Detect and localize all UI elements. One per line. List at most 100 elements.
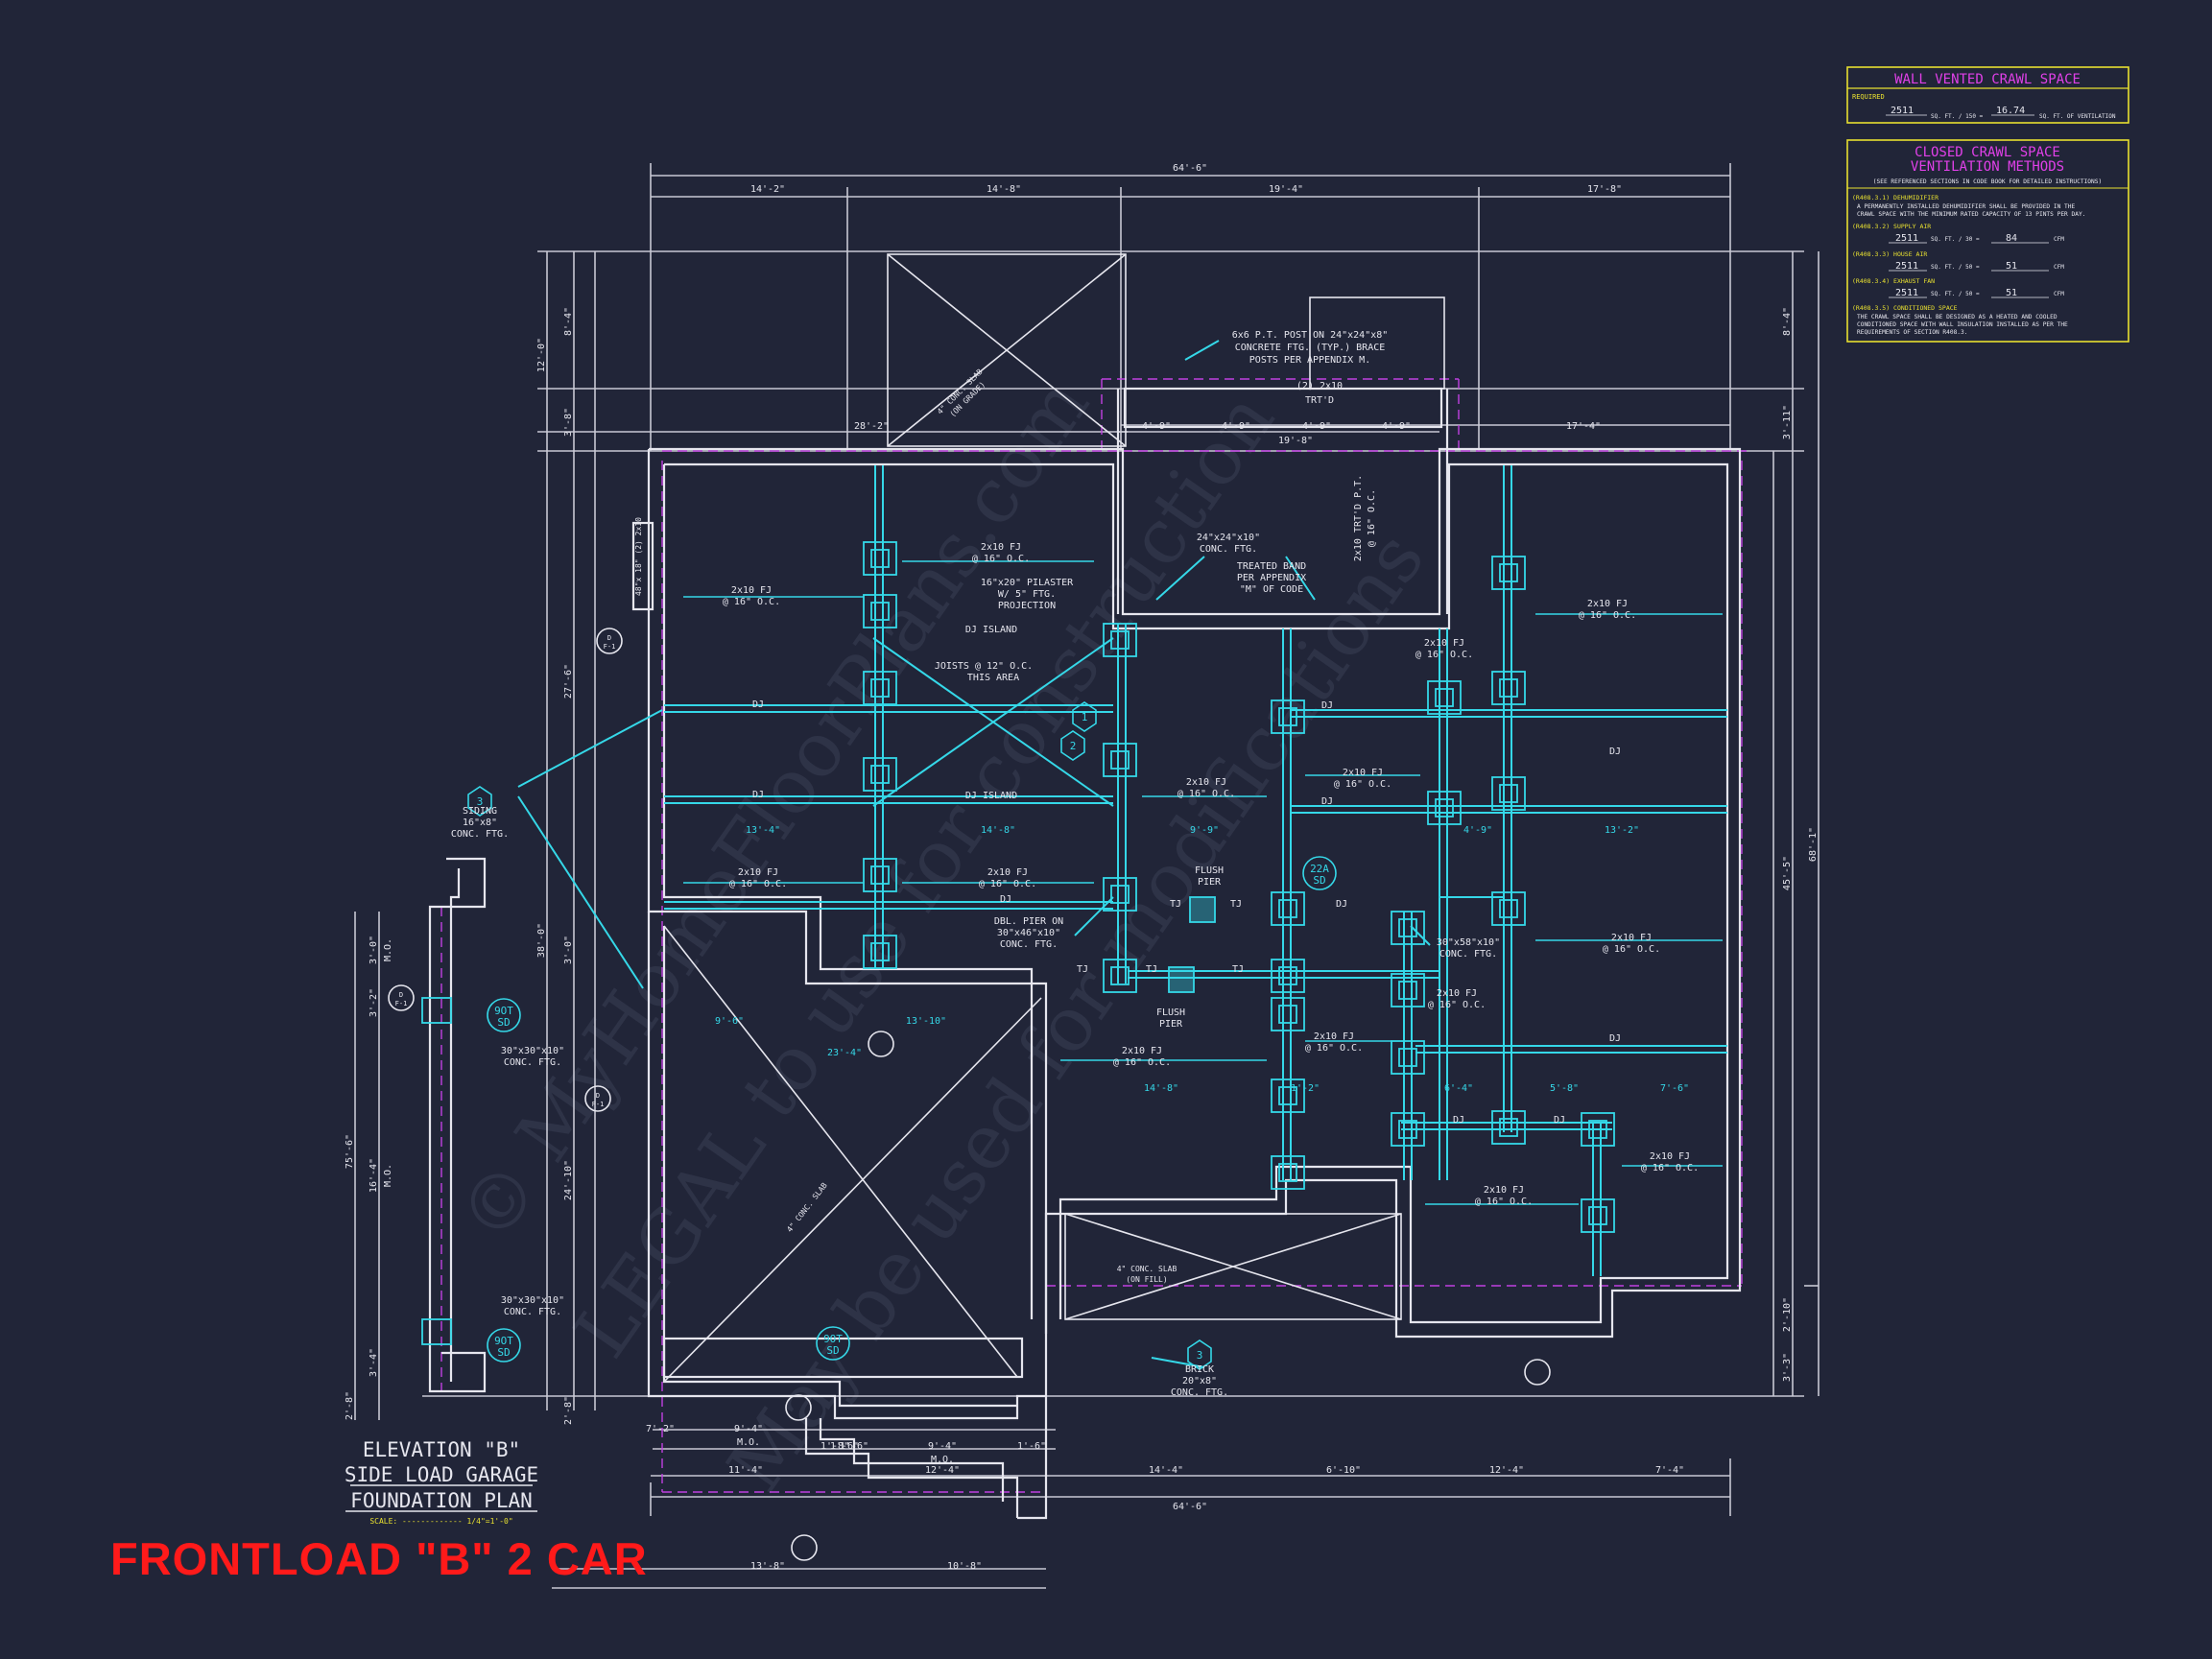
dim-wing-4: 3'-4" (369, 1348, 379, 1377)
closed-subtitle: (SEE REFERENCED SECTIONS IN CODE BOOK FO… (1873, 178, 2102, 185)
r2-b: 84 (2006, 233, 2017, 244)
note-band-3: "M" OF CODE (1240, 584, 1303, 595)
dim-left-4: 27'-6" (563, 664, 574, 699)
note-oc-11: @ 16" O.C. (1415, 650, 1473, 660)
row-dim-4: 4'-9" (1463, 825, 1492, 836)
note-pilaster-1: 16"x20" PILASTER (981, 578, 1074, 588)
ventilation-tables: WALL VENTED CRAWL SPACE REQUIRED 2511 SQ… (1846, 66, 2129, 343)
dim-bottom-3: 14'-4" (1149, 1465, 1183, 1476)
tag-section-2: 2 (1070, 740, 1077, 752)
dim-wing-1-mo: M.O. (383, 938, 393, 961)
dim-left-9: 75'-6" (345, 1134, 355, 1169)
tag-22: 22A (1310, 863, 1329, 875)
tag-sd-1: SD (497, 1016, 510, 1029)
r5-text-2: CONDITIONED SPACE WITH WALL INSULATION I… (1857, 321, 2068, 328)
note-flush-2: FLUSH (1156, 1007, 1185, 1018)
dim-left-2: 3'-8" (563, 408, 574, 437)
note-band-1: TREATED BAND (1237, 561, 1306, 572)
dim-door-2: 9'-4" (734, 1424, 763, 1434)
plan-notes: 6x6 P.T. POST ON 24"x24"x8" CONCRETE FTG… (395, 330, 1699, 1398)
note-brick-1: BRICK (1185, 1364, 1214, 1375)
row-dim-1: 13'-4" (746, 825, 780, 836)
note-fj-1: 2x10 FJ (731, 585, 772, 596)
required-label: REQUIRED (1852, 93, 1885, 101)
note-fj-12: 2x10 FJ (1611, 933, 1652, 943)
dim-left-1: 12'-0" (536, 338, 547, 372)
note-fj-3: 2x10 FJ (738, 867, 778, 878)
dim-wing-5: 2'-8" (345, 1391, 355, 1420)
note-fireplace: 48"x 18" (2) 2x10 (634, 517, 643, 596)
vent-area-value: 2511 (1891, 106, 1914, 116)
note-dj-4: DJ (1321, 700, 1333, 711)
closed-title-2: VENTILATION METHODS (1911, 159, 2064, 175)
note-fj-11: 2x10 FJ (1424, 638, 1464, 649)
wall-vented-table (1846, 66, 2129, 124)
note-left-ftg-2: CONC. FTG. (504, 1057, 561, 1068)
note-oc-5: @ 16" O.C. (1177, 789, 1235, 799)
r5-head: (R408.3.5) CONDITIONED SPACE (1852, 304, 1958, 312)
note-dj-9: DJ (1453, 1115, 1464, 1126)
note-oc-1: @ 16" O.C. (723, 597, 780, 607)
r3-head: (R408.3.3) HOUSE AIR (1852, 250, 1927, 258)
note-brick-2: 20"x8" (1182, 1376, 1217, 1386)
note-fj-5: 2x10 FJ (1186, 777, 1226, 788)
note-flush-1: FLUSH (1195, 865, 1224, 876)
closed-crawl-table (1846, 139, 2129, 343)
note-conc-1: 24"x24"x10" (1197, 533, 1260, 543)
note-fj-10: 2x10 FJ (1587, 599, 1628, 609)
note-ftg30-1: 30"x58"x10" (1437, 937, 1500, 948)
dim-right-5: 2'-10" (1782, 1297, 1793, 1332)
r3-unit: SQ. FT. / 50 = (1931, 264, 1980, 271)
dim-wing-1: 3'-0" (369, 936, 379, 964)
dim-top-1: 14'-2" (750, 184, 785, 195)
note-oc-6: @ 16" O.C. (1334, 779, 1391, 790)
dim-door-1: 7'-2" (646, 1424, 675, 1434)
dim-door-7: 1'-6" (1017, 1441, 1046, 1452)
tag-section-1: 1 (1082, 711, 1088, 723)
dim-right-4: 45'-5" (1782, 856, 1793, 890)
row-dim-7: 13'-10" (906, 1016, 946, 1027)
note-fj-8: 2x10 FJ (1314, 1031, 1354, 1042)
note-oc-2: @ 16" O.C. (972, 554, 1030, 564)
note-dj-7: DJ (1609, 747, 1621, 757)
note-rim-1: 2x10 TRT'D P.T. (1353, 475, 1364, 561)
note-pilaster-2: W/ 5" FTG. (998, 589, 1056, 600)
dim-porch-2: 4'-9" (1222, 421, 1250, 432)
tag-sd-2: SD (497, 1346, 510, 1359)
dim-porch-5: 19'-8" (1278, 436, 1313, 446)
note-dj-8: DJ (1609, 1033, 1621, 1044)
dim-right-6: 3'-3" (1782, 1353, 1793, 1382)
magenta-reference-lines (440, 378, 1747, 1493)
note-left-ftg-4: CONC. FTG. (504, 1307, 561, 1317)
note-oc-13: @ 16" O.C. (1475, 1197, 1533, 1207)
note-fj-4: 2x10 FJ (987, 867, 1028, 878)
note-siding-2: 16"x8" (463, 818, 497, 828)
r1-text-2: CRAWL SPACE WITH THE MINIMUM RATED CAPAC… (1857, 211, 2085, 218)
note-tj-5: TJ (1232, 964, 1244, 975)
dim-top-overall: 64'-6" (1173, 163, 1207, 174)
note-oc-8: @ 16" O.C. (1305, 1043, 1363, 1054)
r4-head: (R408.3.4) EXHAUST FAN (1852, 277, 1935, 285)
note-fj-6: 2x10 FJ (1343, 768, 1383, 778)
note-fj-14: 2x10 FJ (1650, 1151, 1690, 1162)
note-fj-13: 2x10 FJ (1484, 1185, 1524, 1196)
r4-unit: SQ. FT. / 50 = (1931, 291, 1980, 297)
detail-tag-b: D (596, 1092, 600, 1100)
joist-arrows (683, 560, 1723, 1205)
note-conc-2: CONC. FTG. (1200, 544, 1257, 555)
note-oc-12: @ 16" O.C. (1603, 944, 1660, 955)
note-tj-4: TJ (1146, 964, 1157, 975)
dim-bottom-overall: 64'-6" (1173, 1502, 1207, 1512)
row-dim-5: 13'-2" (1605, 825, 1639, 836)
row-dim-2: 14'-8" (981, 825, 1015, 836)
row-dim-13: 7'-6" (1660, 1083, 1689, 1094)
detail-tag-a-sub: F-1 (604, 643, 616, 651)
row-dim-9: 14'-8" (1144, 1083, 1178, 1094)
row-dim-11: 6'-4" (1444, 1083, 1473, 1094)
note-slab-4: 4" CONC. SLAB (1117, 1265, 1177, 1273)
title-line-1: ELEVATION "B" (363, 1438, 520, 1461)
dim-right-2: 3'-11" (1782, 405, 1793, 439)
note-oc-10: @ 16" O.C. (1579, 610, 1636, 621)
note-siding-3: CONC. FTG. (451, 829, 509, 840)
